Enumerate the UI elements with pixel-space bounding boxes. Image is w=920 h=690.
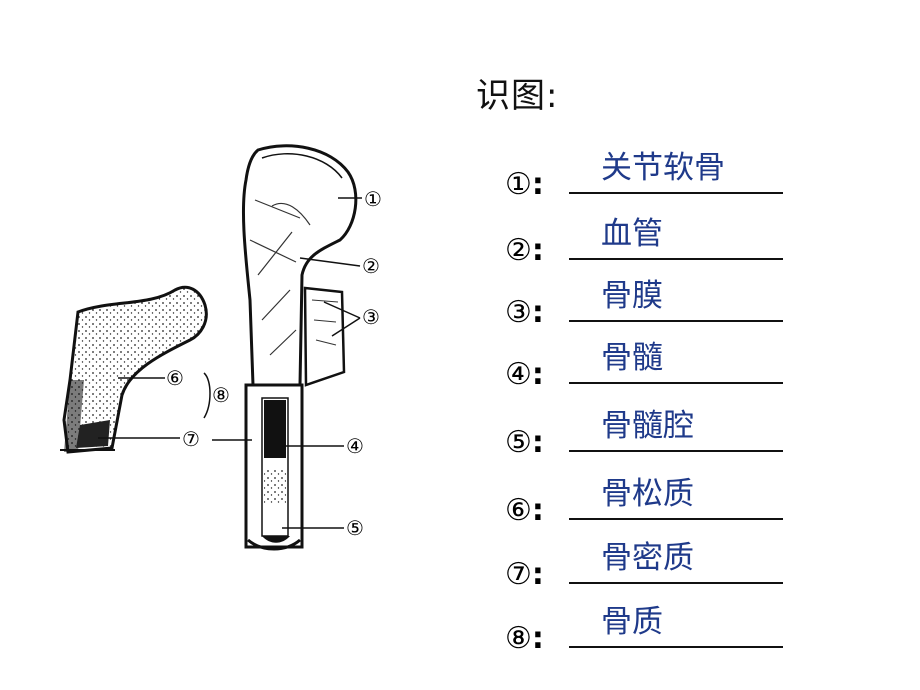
answer-text-6: 骨松质 <box>601 476 694 512</box>
answer-row-5: ⑤: 骨髓腔 <box>505 394 795 458</box>
bone-diagram: ① ② ③ ④ ⑤ ⑥ ⑦ ⑧ <box>60 144 382 551</box>
answer-blank-7 <box>569 582 783 584</box>
answer-row-2: ②: 血管 <box>505 202 795 266</box>
item-number-8: ⑧: <box>505 621 544 656</box>
callout-6: ⑥ <box>166 366 184 390</box>
answer-blank-1 <box>569 192 783 194</box>
callout-2: ② <box>362 254 380 278</box>
answer-blank-2 <box>569 258 783 260</box>
answer-text-8: 骨质 <box>601 604 663 640</box>
callout-3: ③ <box>362 305 380 329</box>
callout-5: ⑤ <box>346 516 364 540</box>
answer-blank-4 <box>569 382 783 384</box>
answer-text-2: 血管 <box>601 216 663 252</box>
answer-row-8: ⑧: 骨质 <box>505 590 795 654</box>
answer-text-5: 骨髓腔 <box>601 408 694 444</box>
answer-text-7: 骨密质 <box>601 540 694 576</box>
item-number-2: ②: <box>505 233 544 268</box>
answer-row-3: ③: 骨膜 <box>505 264 795 328</box>
long-bone <box>212 144 362 551</box>
answer-text-1: 关节软骨 <box>601 150 725 186</box>
answer-text-3: 骨膜 <box>601 278 663 314</box>
item-number-3: ③: <box>505 295 544 330</box>
answer-blank-3 <box>569 320 783 322</box>
page-title: 识图: <box>476 76 559 116</box>
bone-section <box>60 285 211 454</box>
answer-text-4: 骨髓 <box>601 340 663 376</box>
callout-4: ④ <box>346 434 364 458</box>
answer-blank-5 <box>569 450 783 452</box>
callout-8: ⑧ <box>212 383 230 407</box>
answer-blank-8 <box>569 646 783 648</box>
answer-row-1: ①: 关节软骨 <box>505 136 795 200</box>
answer-blank-6 <box>569 518 783 520</box>
item-number-6: ⑥: <box>505 493 544 528</box>
answer-row-7: ⑦: 骨密质 <box>505 526 795 590</box>
answer-row-6: ⑥: 骨松质 <box>505 462 795 526</box>
callout-1: ① <box>364 187 382 211</box>
item-number-4: ④: <box>505 357 544 392</box>
item-number-7: ⑦: <box>505 557 544 592</box>
answer-row-4: ④: 骨髓 <box>505 326 795 390</box>
callout-7: ⑦ <box>182 427 200 451</box>
item-number-1: ①: <box>505 167 544 202</box>
item-number-5: ⑤: <box>505 425 544 460</box>
